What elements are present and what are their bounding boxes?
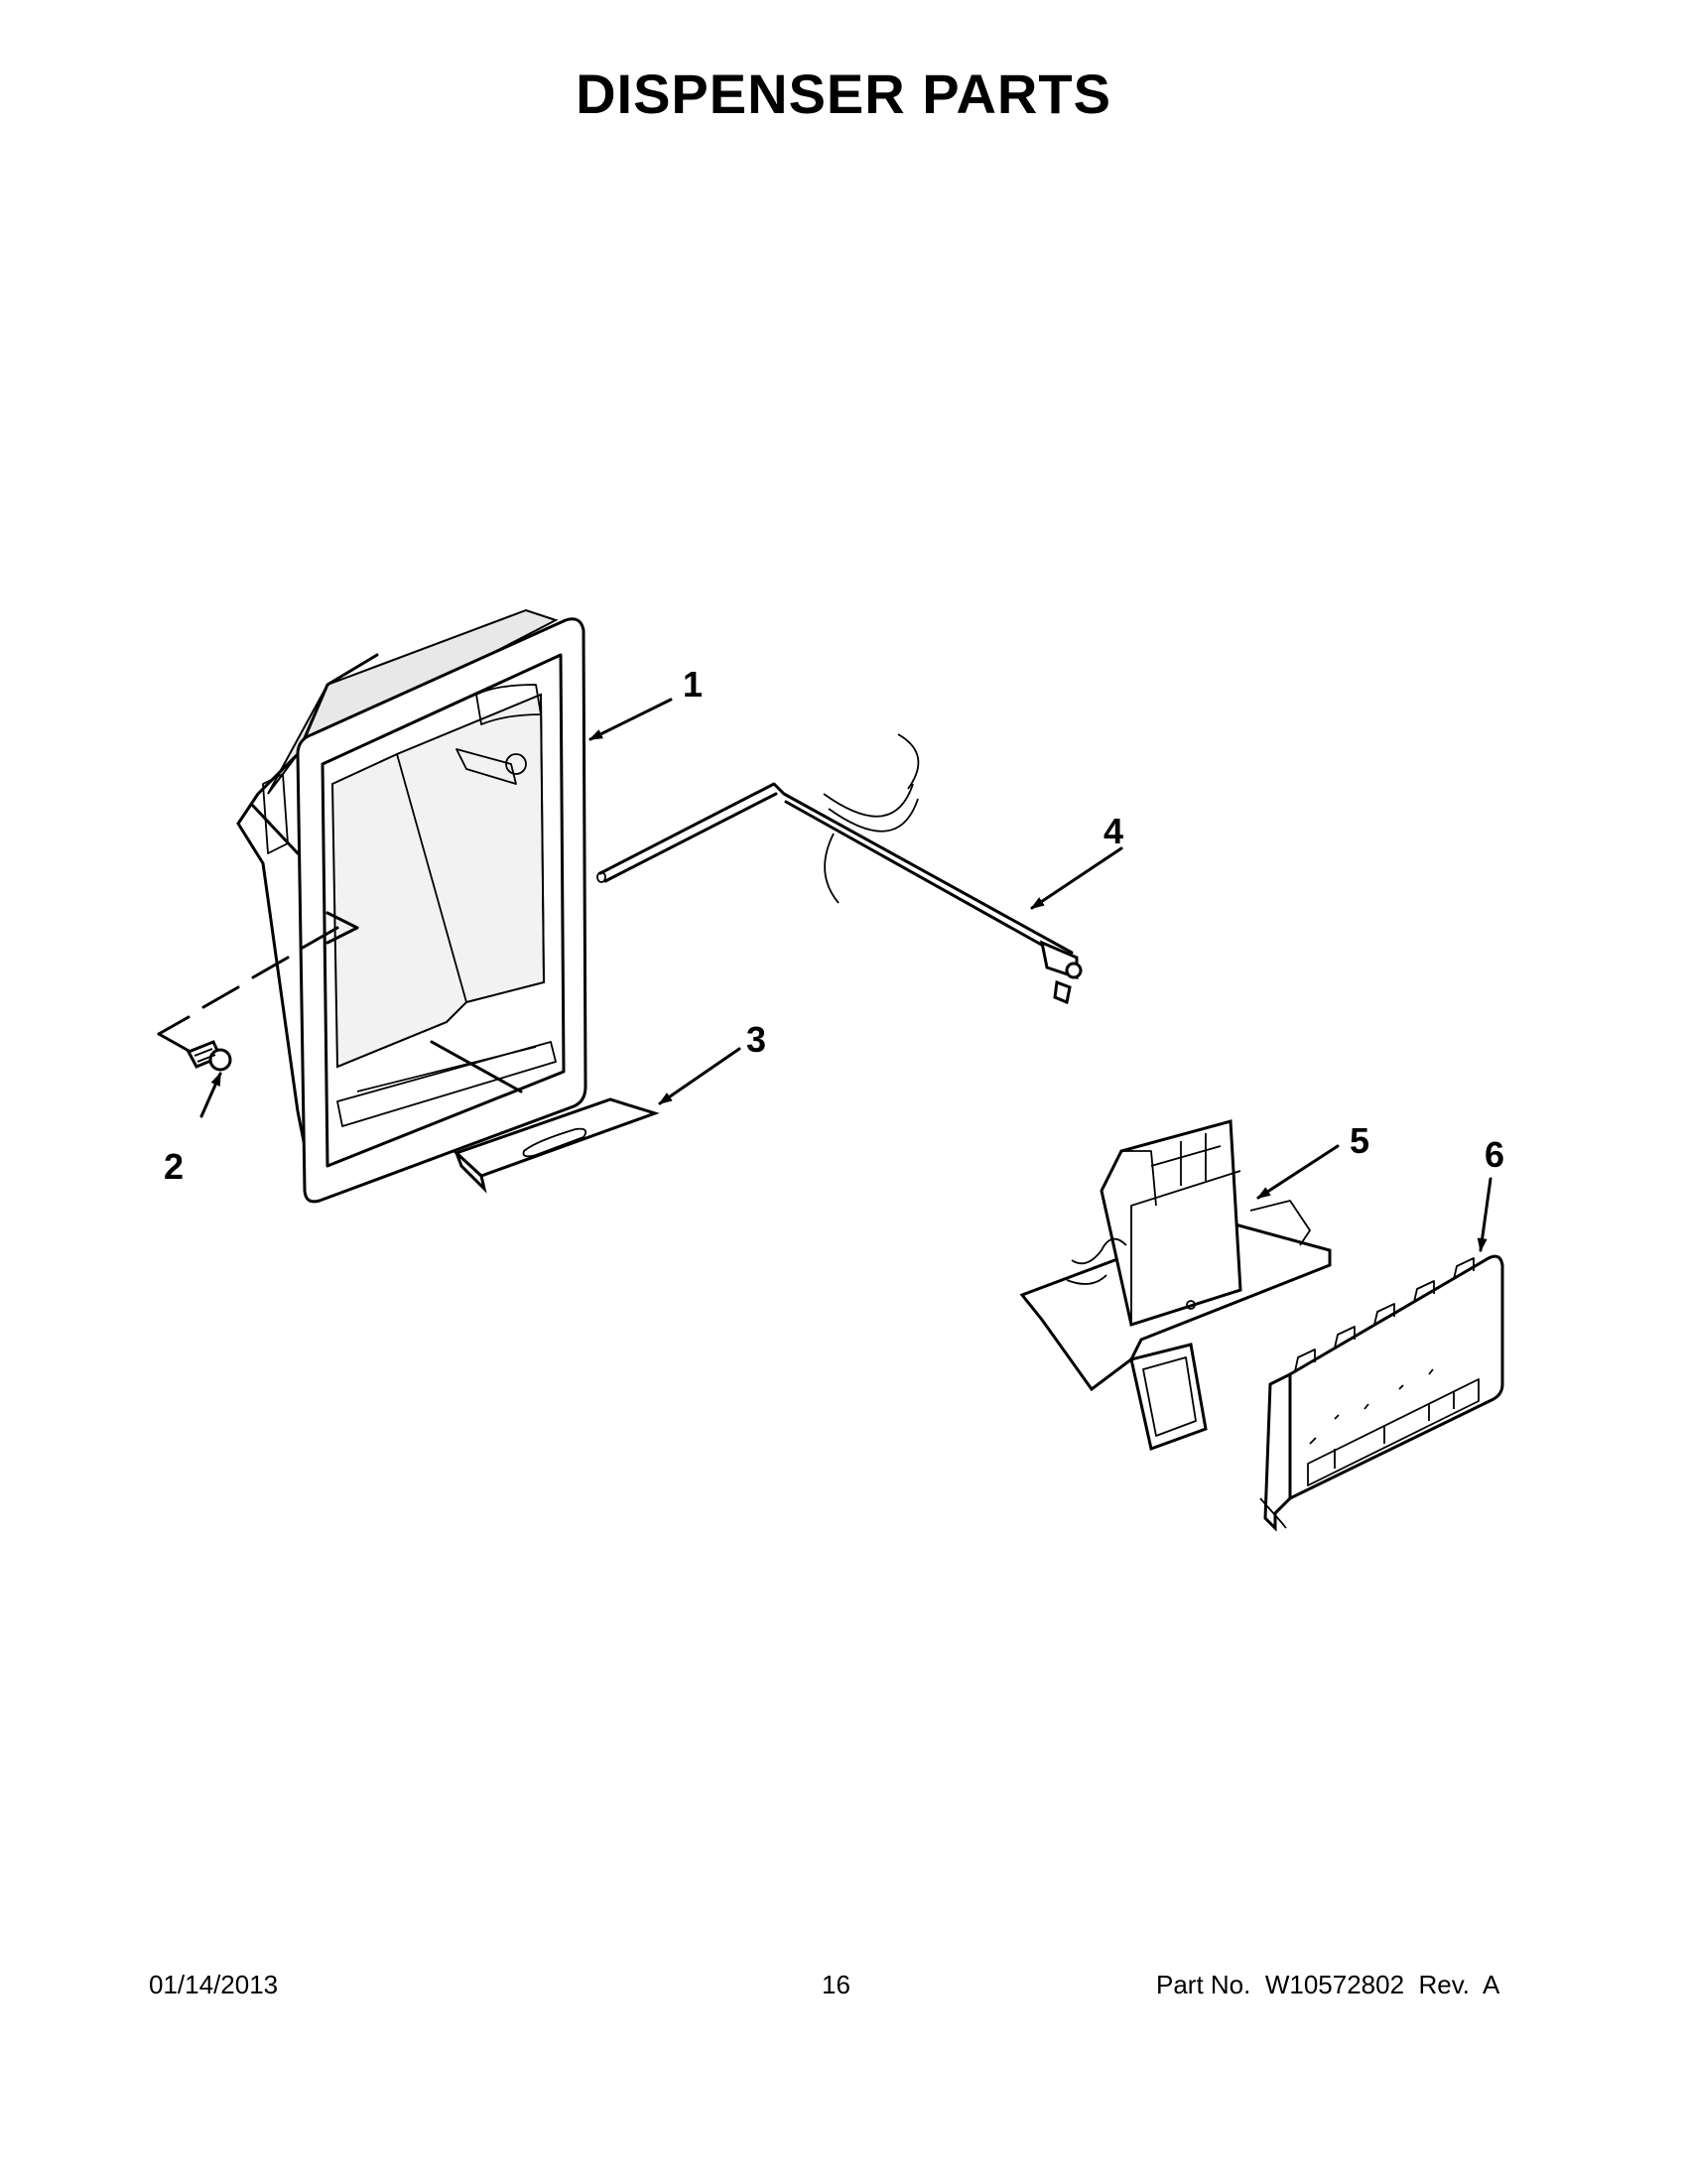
part-1-dispenser-housing <box>236 608 587 1204</box>
footer-part-number: Part No. W10572802 Rev. A <box>1156 1970 1500 1999</box>
callout-4: 4 <box>1103 811 1124 851</box>
part-3-drip-tray-grille <box>454 1097 660 1194</box>
callout-6: 6 <box>1485 1134 1505 1175</box>
footer-page-number: 16 <box>822 1970 850 1999</box>
callout-2: 2 <box>164 1146 185 1187</box>
callout-1: 1 <box>683 664 704 705</box>
part-5-actuator-assembly <box>1019 1119 1332 1451</box>
part-6-control-panel <box>1259 1254 1504 1532</box>
page-title: DISPENSER PARTS <box>576 63 1111 125</box>
footer-date: 01/14/2013 <box>149 1970 279 1999</box>
callout-5: 5 <box>1350 1120 1370 1161</box>
part-2-screw <box>186 1040 232 1072</box>
part-4-water-tube <box>596 733 1083 1005</box>
callout-3: 3 <box>746 1019 767 1060</box>
